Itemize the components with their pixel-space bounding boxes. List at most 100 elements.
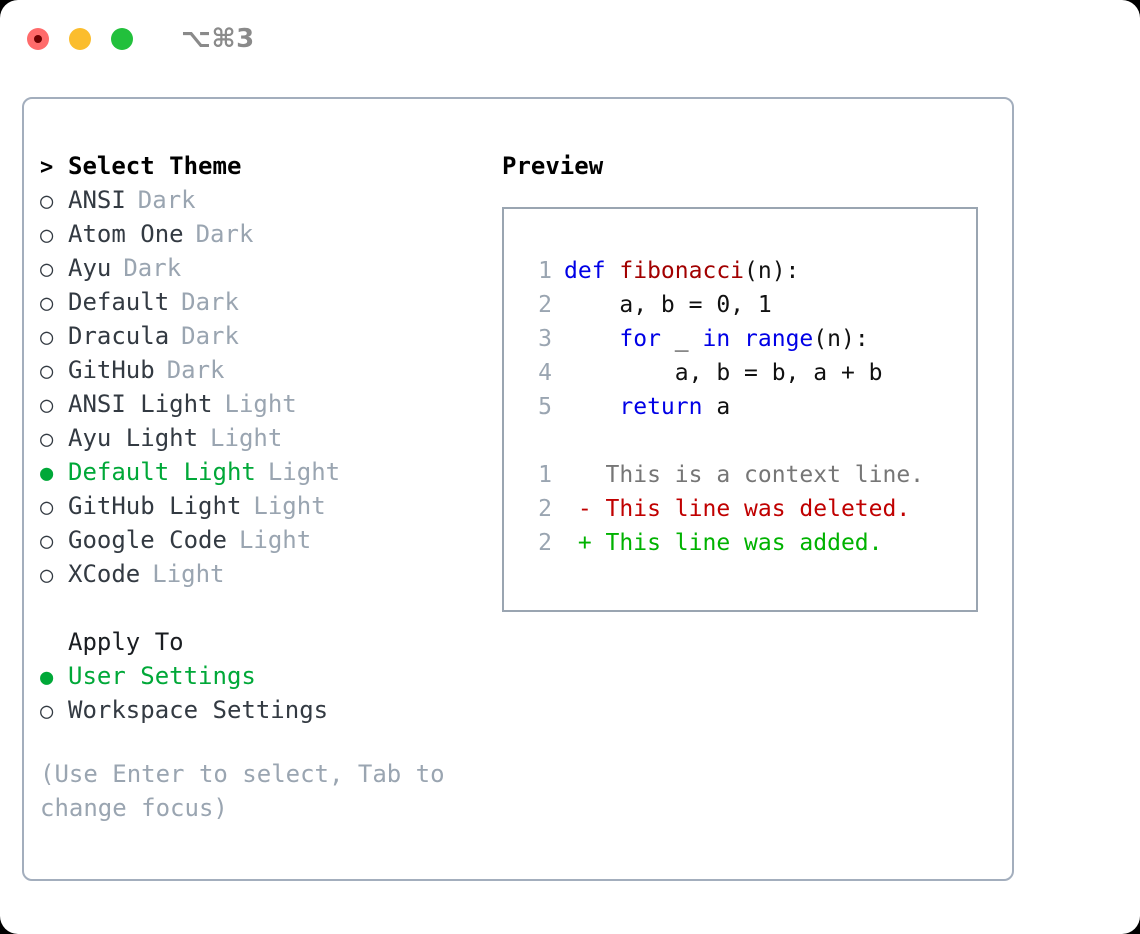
code-token: for [619, 326, 661, 352]
code-token: (n): [744, 258, 800, 284]
theme-name: XCode [68, 560, 141, 588]
radio-unselected-icon: ○ [40, 427, 54, 452]
minimize-icon[interactable] [69, 28, 91, 50]
line-number: 5 [538, 394, 552, 420]
radio-unselected-icon: ○ [40, 291, 54, 316]
apply-to-item[interactable]: ○ Workspace Settings [40, 693, 490, 727]
theme-name: Dracula [68, 322, 170, 350]
code-token: (n): [813, 326, 869, 352]
diff-line: 2 - This line was deleted. [518, 492, 976, 526]
code-token: def [564, 258, 620, 284]
theme-name: Default [68, 288, 170, 316]
apply-to-item[interactable]: ● User Settings [40, 659, 490, 693]
theme-name: Default Light [68, 458, 256, 486]
theme-name: GitHub [68, 356, 155, 384]
theme-kind-badge: Light [224, 390, 297, 418]
theme-list-item[interactable]: ○ ANSI Dark [40, 183, 490, 217]
line-number: 4 [538, 360, 552, 386]
apply-to-label: User Settings [68, 662, 256, 690]
theme-kind-badge: Dark [181, 322, 239, 350]
theme-name: ANSI Light [68, 390, 213, 418]
theme-kind-badge: Dark [181, 288, 239, 316]
code-token: a, b = 0, 1 [564, 292, 772, 318]
diff-sample: 1 This is a context line.2 - This line w… [518, 458, 976, 560]
theme-list-item[interactable]: ○ GitHub Light Light [40, 489, 490, 523]
theme-kind-badge: Light [238, 526, 312, 554]
theme-kind-badge: Light [210, 424, 283, 452]
apply-to-label: Workspace Settings [68, 696, 329, 724]
prompt-caret-icon: > [40, 155, 54, 180]
theme-name: Google Code [68, 526, 227, 554]
theme-kind-badge: Dark [195, 220, 254, 248]
diff-line: 1 This is a context line. [518, 458, 976, 492]
code-token: _ [660, 326, 703, 352]
code-token: a, b = b, a + b [564, 360, 883, 386]
line-number: 3 [538, 326, 552, 352]
diff-line: 2 + This line was added. [518, 526, 976, 560]
radio-unselected-icon: ○ [40, 495, 54, 520]
radio-unselected-icon: ○ [40, 563, 54, 588]
theme-kind-badge: Dark [123, 254, 182, 282]
keyboard-shortcut-label: ⌥⌘3 [181, 24, 255, 54]
traffic-light-buttons [27, 28, 133, 50]
theme-list-item[interactable]: ○ Google Code Light [40, 523, 490, 557]
code-line: 3 for _ in range(n): [518, 322, 976, 356]
code-token: + This line was added. [564, 530, 883, 556]
radio-unselected-icon: ○ [40, 257, 54, 282]
select-theme-heading: > Select Theme [40, 149, 490, 183]
radio-unselected-icon: ○ [40, 223, 54, 248]
theme-name: ANSI [68, 186, 126, 214]
code-token: This is a context line. [564, 462, 925, 488]
code-line: 1 def fibonacci(n): [518, 254, 976, 288]
zoom-icon[interactable] [111, 28, 133, 50]
page-title: Select Theme [68, 152, 242, 180]
list-spacer [40, 591, 490, 625]
line-number: 1 [538, 462, 552, 488]
code-token: - This line was deleted. [564, 496, 911, 522]
radio-unselected-icon: ○ [40, 699, 54, 724]
line-number: 1 [538, 258, 552, 284]
code-diff-separator [518, 424, 976, 458]
code-token: return [619, 394, 703, 420]
theme-list-item[interactable]: ○ Ayu Light Light [40, 421, 490, 455]
window-titlebar: ⌥⌘3 [0, 0, 1140, 78]
radio-unselected-icon: ○ [40, 529, 54, 554]
theme-list-item[interactable]: ○ Atom One Dark [40, 217, 490, 251]
apply-to-title: Apply To [68, 628, 184, 656]
theme-kind-badge: Light [152, 560, 225, 588]
theme-kind-badge: Dark [137, 186, 196, 214]
theme-list-item[interactable]: ● Default Light Light [40, 455, 490, 489]
theme-list-item[interactable]: ○ Default Dark [40, 285, 490, 319]
theme-name: Atom One [68, 220, 184, 248]
radio-unselected-icon: ○ [40, 189, 54, 214]
code-line: 4 a, b = b, a + b [518, 356, 976, 390]
theme-name: GitHub Light [68, 492, 242, 520]
apply-to-heading: Apply To [40, 625, 490, 659]
theme-kind-badge: Light [253, 492, 326, 520]
code-line: 2 a, b = 0, 1 [518, 288, 976, 322]
radio-unselected-icon: ○ [40, 359, 54, 384]
close-icon[interactable] [27, 28, 49, 50]
code-token [730, 322, 744, 356]
line-number: 2 [538, 530, 552, 556]
radio-selected-icon: ● [40, 461, 54, 486]
theme-name: Ayu Light [68, 424, 199, 452]
code-token: in [702, 326, 731, 352]
apply-to-list: ● User Settings ○ Workspace Settings [40, 659, 490, 727]
radio-selected-icon: ● [40, 665, 54, 690]
theme-list-item[interactable]: ○ XCode Light [40, 557, 490, 591]
line-number: 2 [538, 496, 552, 522]
code-token: fibonacci [619, 258, 745, 284]
code-token: range [744, 326, 814, 352]
theme-kind-badge: Light [267, 458, 341, 486]
